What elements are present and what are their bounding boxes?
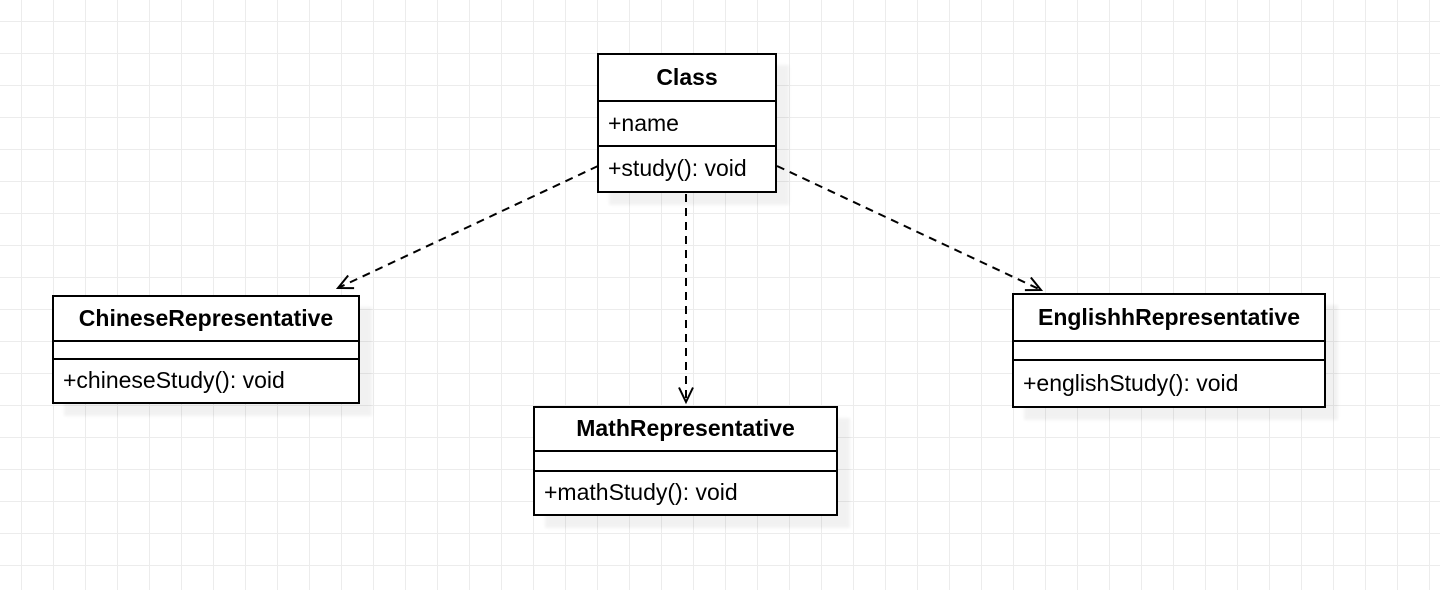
class-methods-compartment: +englishStudy(): void bbox=[1014, 361, 1324, 406]
class-title: EnglishhRepresentative bbox=[1014, 295, 1324, 342]
method-math-study: +mathStudy(): void bbox=[544, 480, 738, 506]
method-study: +study(): void bbox=[608, 156, 747, 182]
class-title: MathRepresentative bbox=[535, 408, 836, 452]
dependency-arrow-class-to-chinese[interactable] bbox=[335, 165, 599, 290]
class-methods-compartment: +mathStudy(): void bbox=[535, 472, 836, 514]
method-english-study: +englishStudy(): void bbox=[1023, 370, 1239, 396]
class-attributes-compartment-empty bbox=[535, 452, 836, 472]
class-box-chinese-representative[interactable]: ChineseRepresentative +chineseStudy(): v… bbox=[52, 295, 360, 404]
attribute-name: +name bbox=[608, 110, 679, 136]
class-attributes-compartment-empty bbox=[1014, 342, 1324, 361]
class-attributes-compartment-empty bbox=[54, 342, 358, 360]
class-box-class[interactable]: Class +name +study(): void bbox=[597, 53, 777, 193]
class-attributes-compartment: +name bbox=[599, 102, 775, 147]
class-methods-compartment: +chineseStudy(): void bbox=[54, 360, 358, 402]
class-box-englishh-representative[interactable]: EnglishhRepresentative +englishStudy(): … bbox=[1012, 293, 1326, 408]
class-methods-compartment: +study(): void bbox=[599, 147, 775, 191]
class-title: Class bbox=[599, 55, 775, 102]
class-box-math-representative[interactable]: MathRepresentative +mathStudy(): void bbox=[533, 406, 838, 516]
dependency-arrow-class-to-englishh[interactable] bbox=[776, 165, 1044, 292]
class-title: ChineseRepresentative bbox=[54, 297, 358, 342]
method-chinese-study: +chineseStudy(): void bbox=[63, 368, 285, 394]
